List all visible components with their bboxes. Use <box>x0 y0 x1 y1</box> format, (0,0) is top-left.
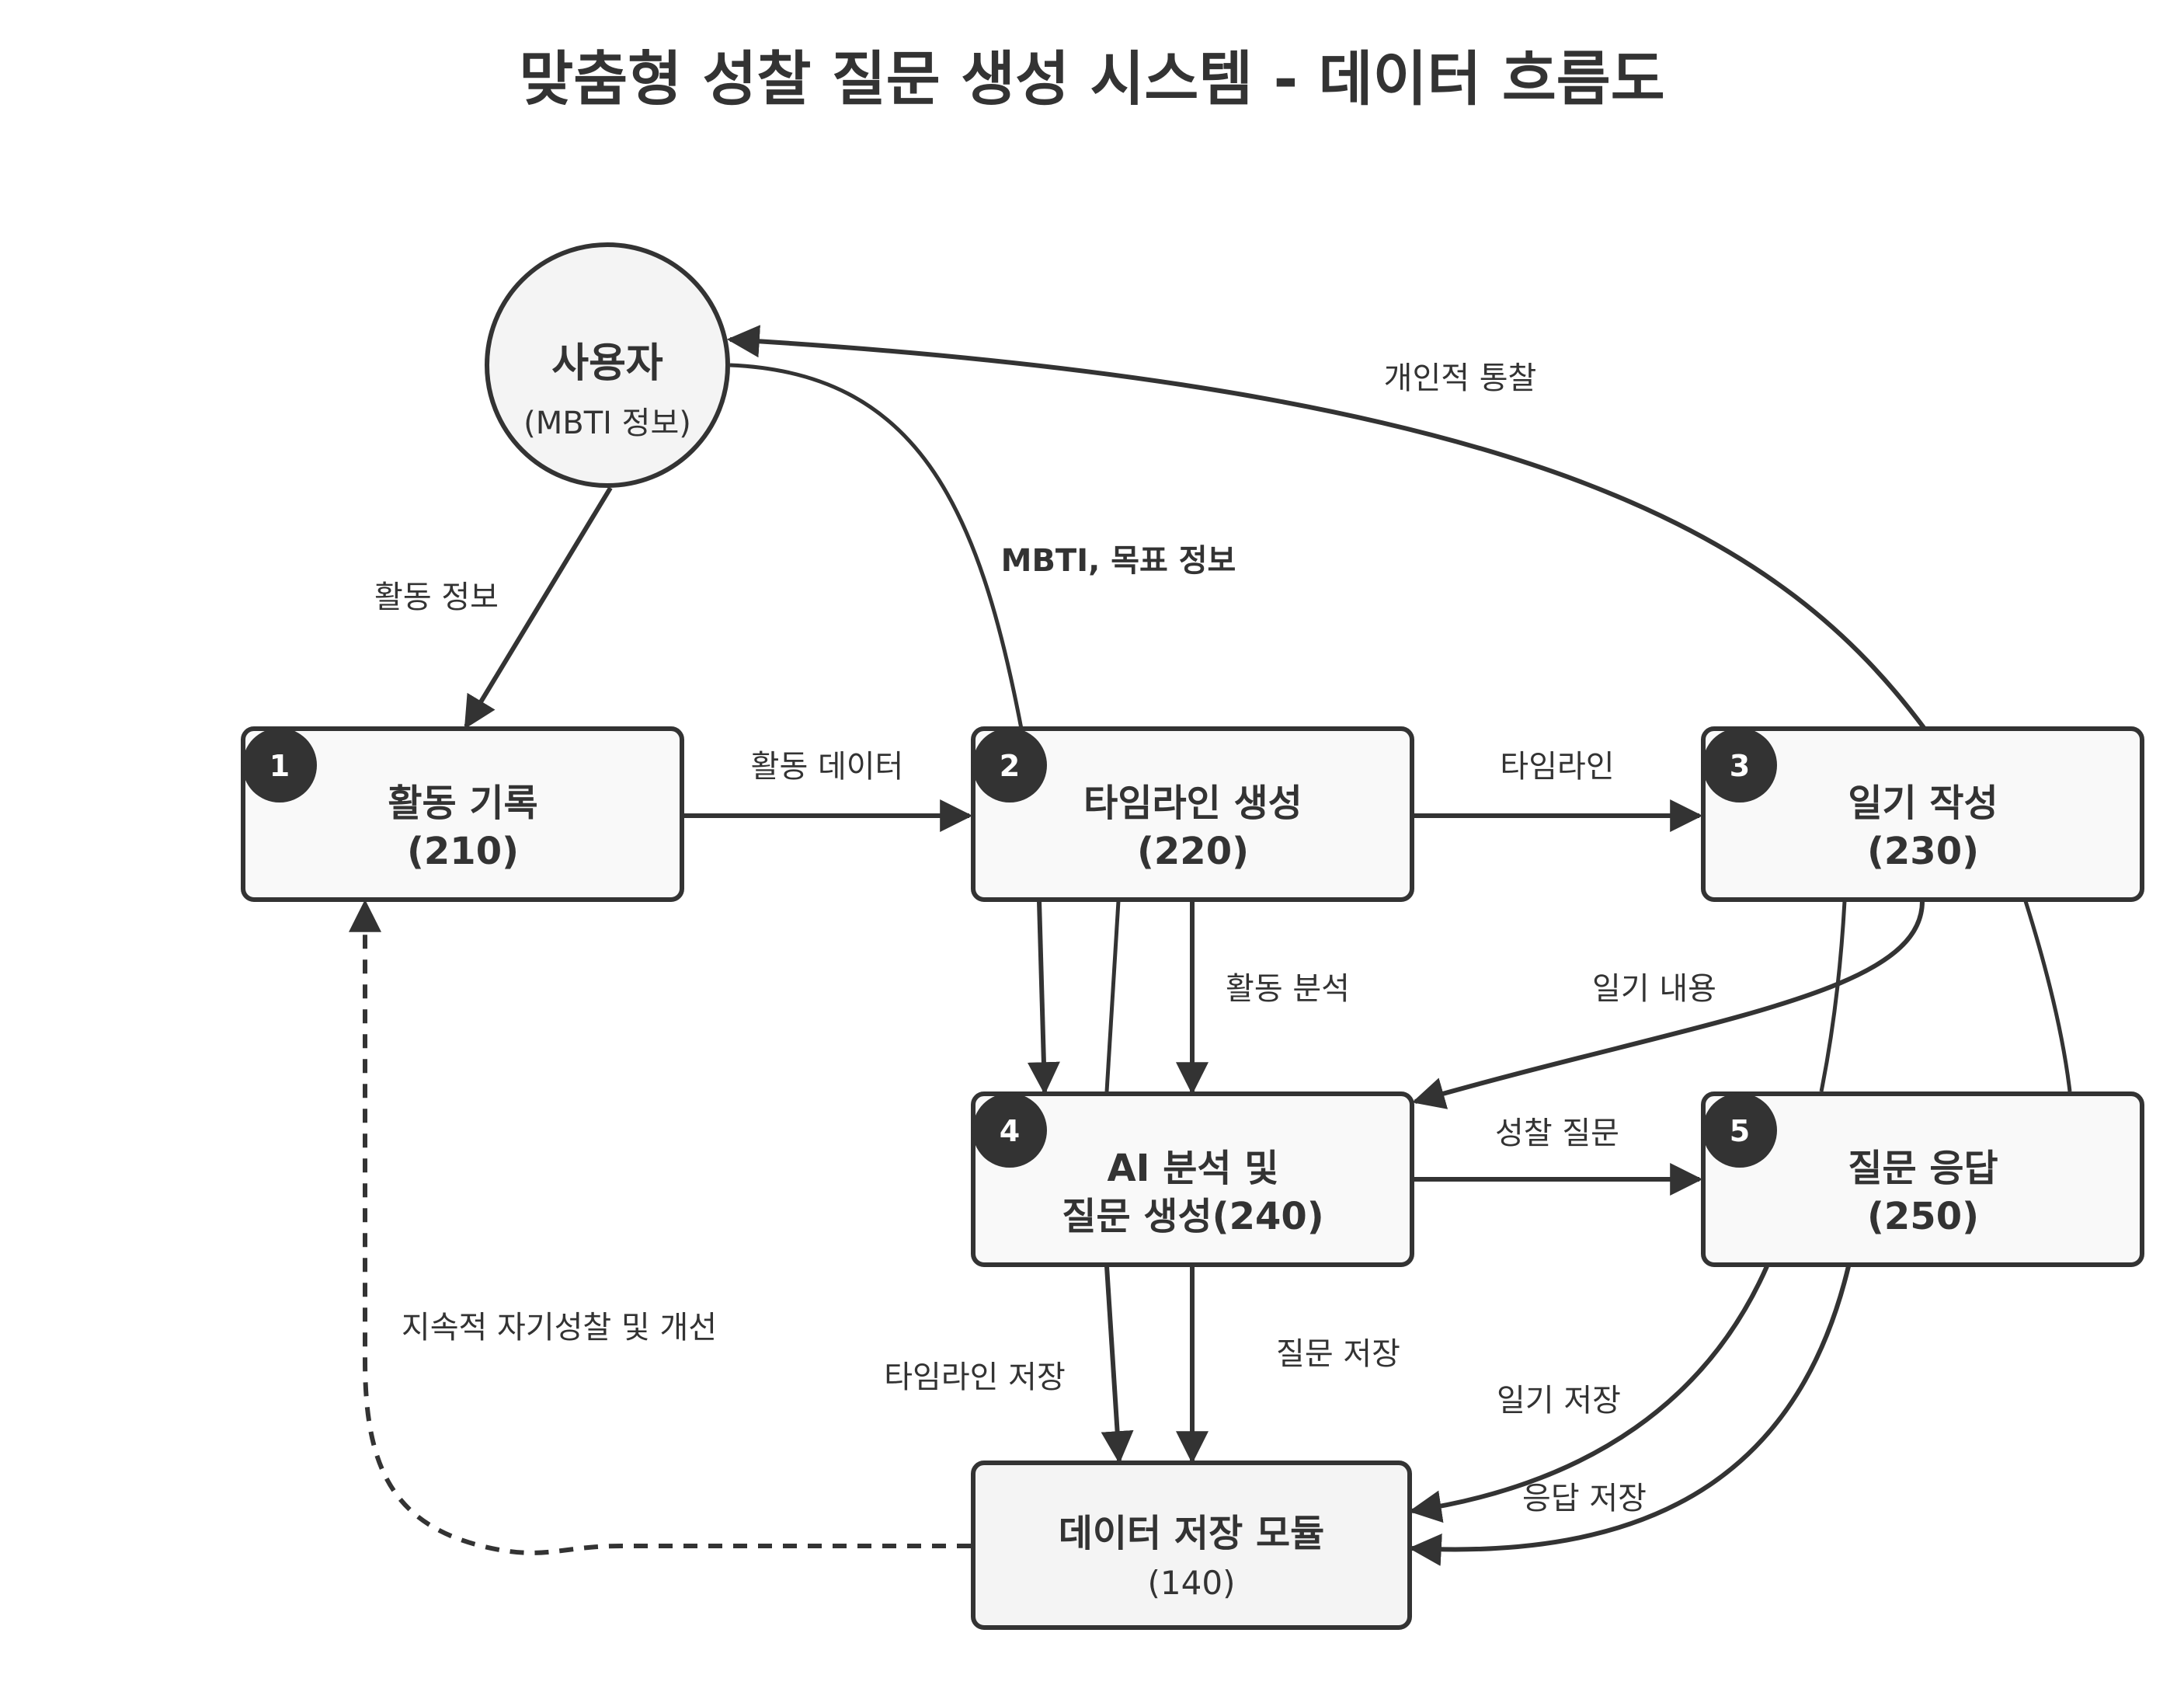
storage-code: (140) <box>1148 1564 1236 1602</box>
node-code: (250) <box>1867 1195 1979 1238</box>
step-badge <box>972 728 1047 802</box>
label-diary-to-storage: 일기 저장 <box>1497 1383 1621 1419</box>
edge-diary-to-storage <box>1408 1265 1769 1523</box>
label-diary-to-user: 개인적 통찰 <box>1384 360 1537 396</box>
node-label-line1: AI 분석 및 <box>1108 1147 1279 1190</box>
step-badge <box>972 1093 1047 1168</box>
storage-box <box>971 1461 1412 1630</box>
node-label: 일기 작성 <box>1848 782 1998 825</box>
edge-user-to-activity <box>464 486 613 729</box>
edge-diary-to-user <box>726 325 1927 730</box>
step-number: 3 <box>1730 749 1750 783</box>
storage-label: 데이터 저장 모듈 <box>1059 1512 1325 1555</box>
node-box <box>241 726 684 902</box>
label-timeline-to-ai: 활동 분석 <box>1226 971 1350 1007</box>
node-timeline-generation[interactable]: 2 타임라인 생성 (220) <box>971 726 1414 902</box>
user-circle <box>485 242 730 488</box>
node-label: 질문 응답 <box>1848 1147 1998 1190</box>
step-badge <box>1702 1093 1777 1168</box>
label-ai-to-response: 성찰 질문 <box>1495 1116 1619 1151</box>
node-ai-analysis[interactable]: 4 AI 분석 및 질문 생성(240) <box>971 1091 1414 1267</box>
node-question-response[interactable]: 5 질문 응답 (250) <box>1701 1091 2144 1267</box>
edge-user-to-timeline <box>729 363 1024 729</box>
label-timeline-to-diary: 타임라인 <box>1500 749 1614 785</box>
step-number: 2 <box>1000 749 1020 783</box>
node-activity-record[interactable]: 1 활동 기록 (210) <box>241 726 684 902</box>
edge-storage-to-activity <box>349 899 971 1555</box>
user-label: 사용자 <box>551 340 663 387</box>
node-box <box>971 1091 1414 1267</box>
node-data-storage[interactable]: 데이터 저장 모듈 (140) <box>971 1461 1412 1630</box>
node-code: (220) <box>1137 830 1249 873</box>
node-diary-writing[interactable]: 3 일기 작성 (230) <box>1701 726 2144 902</box>
node-box <box>971 726 1414 902</box>
user-node[interactable]: 사용자 (MBTI 정보) <box>485 242 730 488</box>
edge-timeline-to-ai-left <box>1027 900 1060 1095</box>
step-badge <box>242 728 317 802</box>
label-diary-to-ai: 일기 내용 <box>1592 971 1716 1007</box>
step-number: 4 <box>1000 1114 1020 1148</box>
user-sublabel: (MBTI 정보) <box>523 406 691 441</box>
node-label-line2: 질문 생성(240) <box>1062 1195 1323 1238</box>
step-badge <box>1702 728 1777 802</box>
label-timeline-to-storage: 타임라인 저장 <box>884 1360 1066 1395</box>
node-code: (210) <box>407 830 519 873</box>
node-box <box>1701 1091 2144 1267</box>
step-number: 5 <box>1730 1114 1750 1148</box>
label-storage-to-activity: 지속적 자기성찰 및 개선 <box>402 1310 717 1346</box>
edge-timeline-pass-through <box>1104 900 1121 1092</box>
step-number: 1 <box>270 749 290 783</box>
edge-diary-pass-through-left <box>1819 900 1847 1092</box>
label-user-to-activity: 활동 정보 <box>374 580 499 615</box>
diagram-title: 맞춤형 성찰 질문 생성 시스템 - 데이터 흐름도 <box>519 44 1664 113</box>
edge-response-to-storage <box>1408 1266 1851 1566</box>
node-box <box>1701 726 2144 902</box>
node-label: 타임라인 생성 <box>1083 782 1302 825</box>
edge-timeline-to-storage <box>1101 1266 1134 1464</box>
label-response-to-storage: 응답 저장 <box>1522 1481 1647 1516</box>
node-code: (230) <box>1867 830 1979 873</box>
edge-diary-to-ai <box>1411 900 1925 1109</box>
edge-diary-pass-through-right <box>2023 900 2072 1092</box>
node-label: 활동 기록 <box>388 782 537 825</box>
label-activity-to-timeline: 활동 데이터 <box>751 749 904 785</box>
label-user-to-timeline: MBTI, 목표 정보 <box>1001 543 1236 579</box>
label-ai-to-storage: 질문 저장 <box>1276 1336 1400 1372</box>
